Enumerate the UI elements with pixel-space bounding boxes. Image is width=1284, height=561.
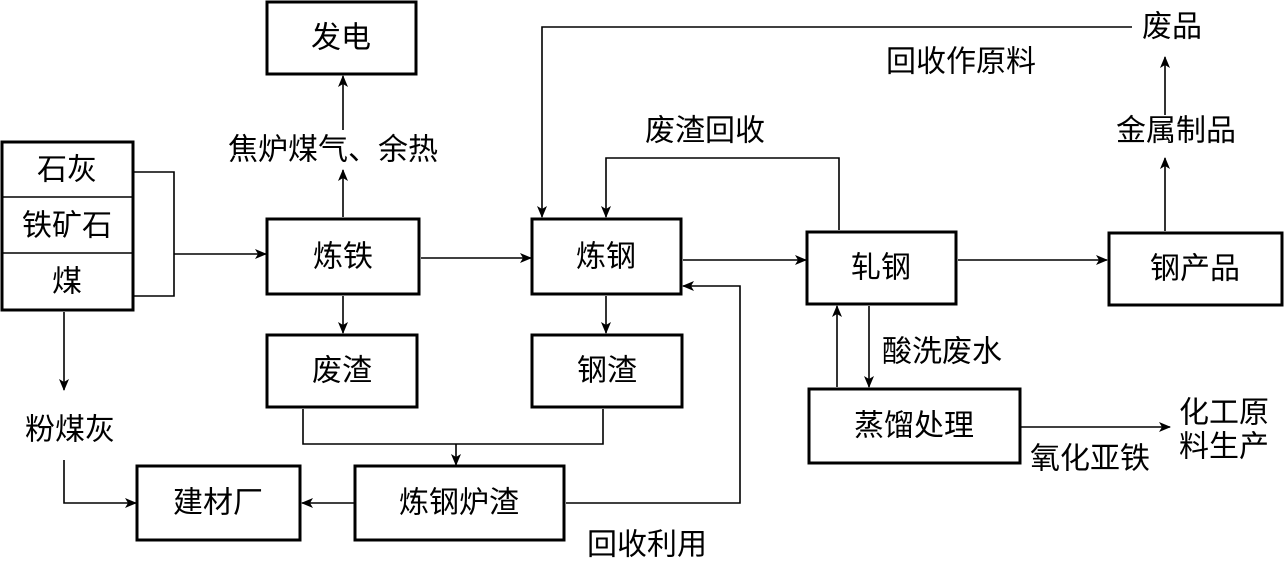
chemical-raw-material-label-line2: 料生产 (1179, 430, 1269, 465)
connectors (59, 26, 1171, 508)
power-generation-box: 发电 (265, 0, 418, 76)
ferrous-oxide-label: 氧化亚铁 (1030, 442, 1150, 477)
chemical-raw-material-label-line1: 化工原 (1179, 396, 1269, 431)
steel-products-box: 钢产品 (1107, 231, 1284, 307)
coke-gas-waste-heat-label: 焦炉煤气、余热 (228, 133, 438, 168)
fly-ash-label: 粉煤灰 (25, 413, 115, 448)
power-generation-label: 发电 (311, 21, 371, 56)
coal-label: 煤 (52, 265, 82, 300)
rolling-label: 轧钢 (851, 251, 911, 286)
steelmaking-label: 炼钢 (576, 240, 636, 275)
rolling-box: 轧钢 (805, 230, 958, 306)
metal-products-label: 金属制品 (1116, 114, 1236, 149)
recycle-as-raw-material-label: 回收作原料 (886, 45, 1036, 80)
arrow-scrap-to-steelmaking (537, 26, 1132, 218)
steel-slag-label: 钢渣 (577, 354, 637, 389)
distillation-treatment-box: 蒸馏处理 (807, 387, 1022, 465)
waste-slag-recovery-label: 废渣回收 (645, 114, 765, 149)
ironmaking-box: 炼铁 (265, 217, 421, 296)
steelmaking-box: 炼钢 (530, 217, 683, 296)
recycle-reuse-label: 回收利用 (587, 528, 707, 561)
raw-materials-box: 石灰 铁矿石 煤 (0, 140, 135, 312)
arrow-waste-slag-recovery (601, 157, 840, 230)
waste-slag-label: 废渣 (312, 354, 372, 389)
steelmaking-furnace-slag-label: 炼钢炉渣 (399, 486, 519, 521)
lime-label: 石灰 (37, 153, 97, 188)
steel-products-label: 钢产品 (1150, 252, 1240, 287)
arrow-fly-ash-to-building-plant (63, 460, 137, 508)
ironmaking-label: 炼铁 (313, 240, 373, 275)
raw-materials-bracket (133, 171, 175, 297)
pickling-wastewater-label: 酸洗废水 (882, 335, 1002, 370)
distillation-treatment-label: 蒸馏处理 (854, 409, 974, 444)
steelmaking-furnace-slag-box: 炼钢炉渣 (353, 464, 566, 542)
arrow-furnace-slag-recycle (566, 281, 741, 504)
iron-ore-label: 铁矿石 (22, 209, 112, 244)
slag-merge-bracket (302, 409, 604, 445)
steel-slag-box: 钢渣 (530, 333, 684, 409)
building-materials-plant-label: 建材厂 (173, 486, 263, 521)
waste-slag-box: 废渣 (265, 333, 419, 409)
scrap-label: 废品 (1142, 10, 1202, 45)
building-materials-plant-box: 建材厂 (135, 464, 302, 542)
